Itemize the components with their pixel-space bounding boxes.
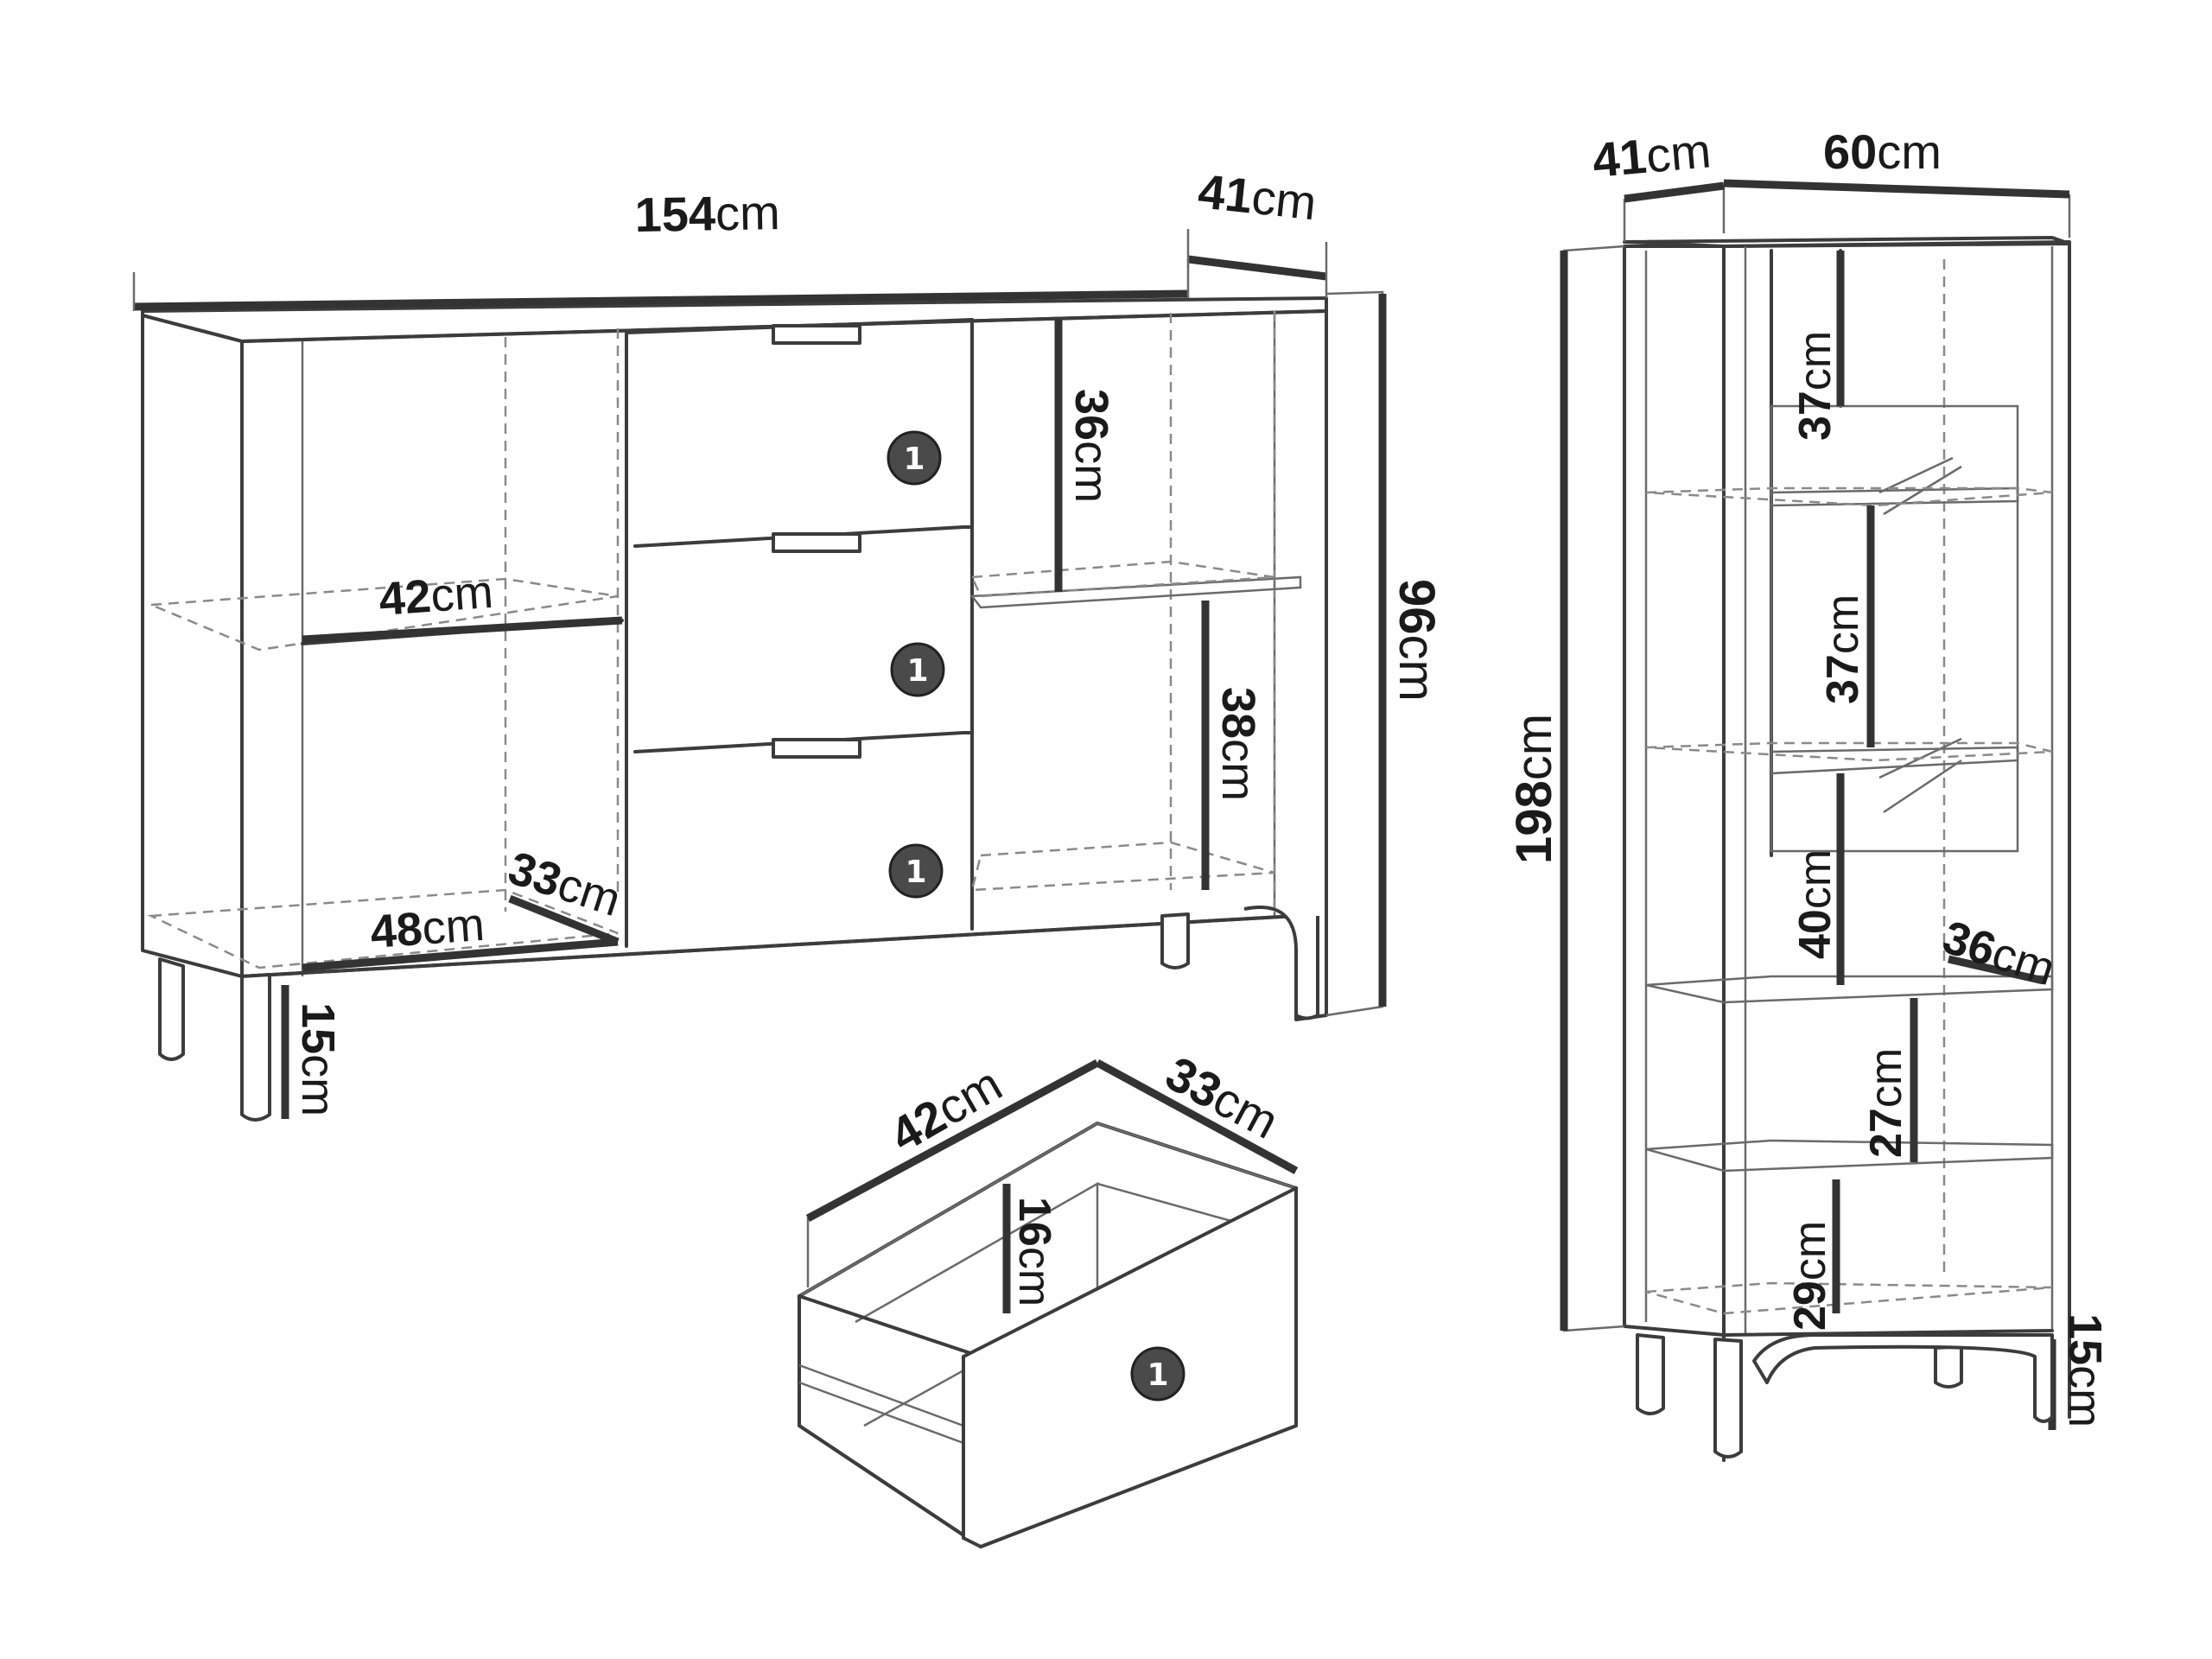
compartment-2-label: 37cm <box>1818 594 1868 704</box>
cabinet-shelf-depth-bar <box>1948 955 2044 985</box>
compartment-1-label: 37cm <box>1790 331 1840 441</box>
sideboard-drawing: 1 1 1 154cm 41cm 96cm 15cm 42cm 48cm 33c… <box>132 163 1445 1122</box>
compartment-3-label: 40cm <box>1790 849 1840 959</box>
sideboard-depth-bar <box>1187 255 1327 281</box>
sideboard-height-label: 96cm <box>1389 579 1445 702</box>
sideboard-width-bar <box>133 289 1189 311</box>
compartment-4-label: 27cm <box>1861 1048 1911 1158</box>
compartment-5-label: 29cm <box>1785 1221 1835 1331</box>
sideboard-width-label: 154cm <box>634 185 780 242</box>
drawer-drawing: 1 42cm 33cm 16cm <box>796 1046 1300 1548</box>
sideboard-depth-label: 41cm <box>1196 163 1319 230</box>
drawer-depth-bar <box>1095 1059 1299 1174</box>
cabinet-height-label: 198cm <box>1506 714 1562 864</box>
cabinet-leg-label: 15cm <box>2059 1313 2111 1427</box>
inner-width-label: 48cm <box>369 899 486 958</box>
drawer-number-badge <box>890 642 945 697</box>
shelf-width-bar <box>302 616 623 644</box>
drawer-number-badge <box>887 430 942 486</box>
cabinet-drawing: 41cm 60cm 198cm 15cm 36cm 37cm 37cm 40cm… <box>1506 123 2111 1462</box>
cabinet-depth-label: 41cm <box>1591 123 1713 188</box>
shelf-width-label: 42cm <box>378 566 495 626</box>
drawer-number-badge <box>888 843 944 899</box>
cabinet-depth-bar <box>1624 181 1725 203</box>
cabinet-width-label: 60cm <box>1823 124 1942 179</box>
drawer-number-badge-label: 1 <box>1147 1357 1168 1393</box>
cabinet-shelf-depth-label: 36cm <box>1936 911 2061 995</box>
drawer-number-badge-label: 1 <box>906 653 928 689</box>
drawer-width-bar <box>805 1059 1100 1222</box>
cabinet-width-bar <box>1723 179 2070 199</box>
drawer-number-badge-label: 1 <box>905 855 926 890</box>
drawer-height-label: 16cm <box>1009 1197 1059 1306</box>
upper-compartment-label: 36cm <box>1065 389 1117 503</box>
inner-width-bar <box>302 938 619 972</box>
inner-depth-bar <box>508 894 620 946</box>
sideboard-leg-label: 15cm <box>292 1002 344 1116</box>
drawer-number-badge <box>1130 1346 1185 1402</box>
drawer-number-badge-label: 1 <box>903 442 925 477</box>
lower-compartment-label: 38cm <box>1212 687 1264 801</box>
